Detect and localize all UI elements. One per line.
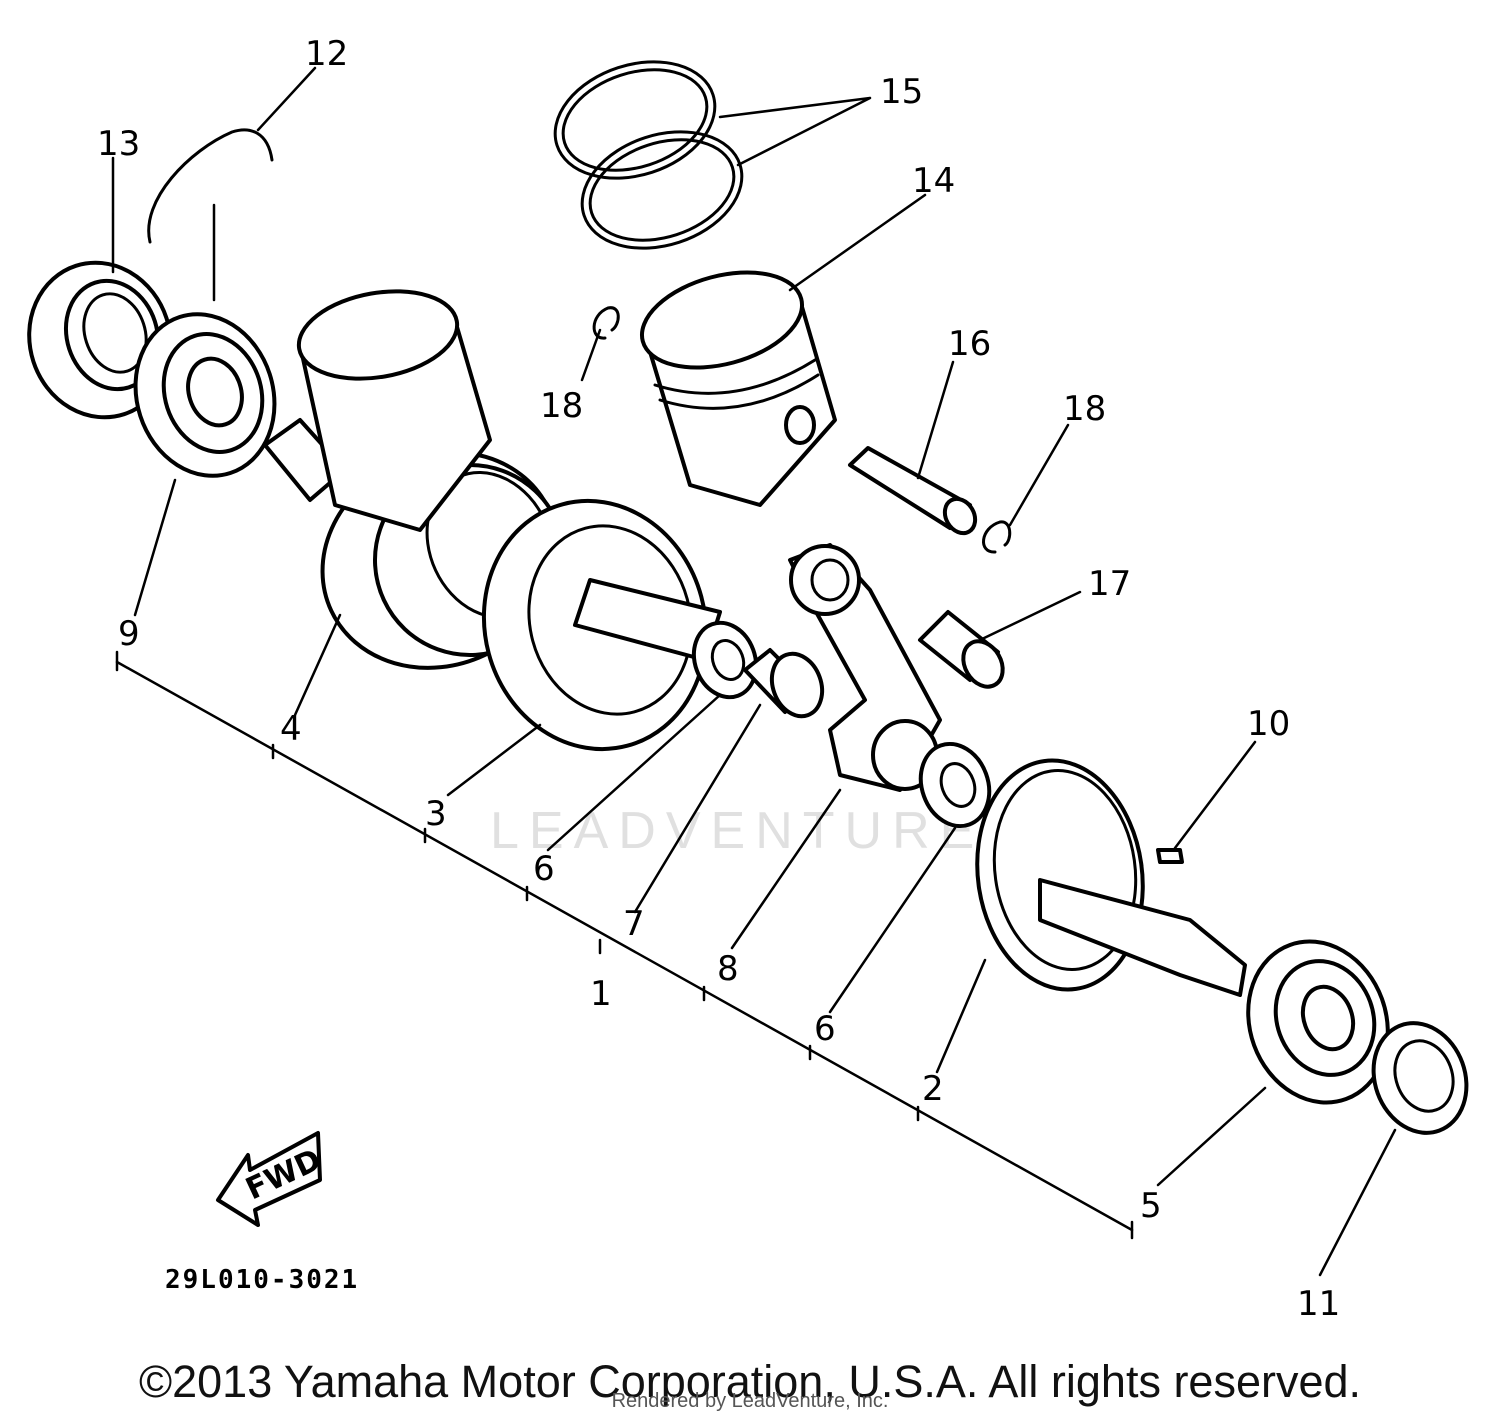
circlip-18b[interactable] xyxy=(982,520,1012,554)
callout-3: 3 xyxy=(425,794,447,834)
leader-lines xyxy=(111,66,1397,1277)
assembly-bracket xyxy=(115,650,1134,1240)
callout-labels: 12 13 15 14 16 18 18 17 10 9 4 3 6 7 1 8… xyxy=(97,34,1340,1324)
circlip-12[interactable] xyxy=(147,128,274,244)
callout-6b: 6 xyxy=(814,1009,836,1049)
bearing-5[interactable] xyxy=(1226,922,1410,1123)
copyright-notice: ©2013 Yamaha Motor Corporation, U.S.A. A… xyxy=(138,1356,1362,1407)
callout-13: 13 xyxy=(97,124,140,164)
oil-seal-11[interactable] xyxy=(1359,1010,1482,1146)
needle-bearing-7[interactable] xyxy=(743,647,830,724)
piston-assembled xyxy=(296,289,492,532)
bearing-9[interactable] xyxy=(115,296,295,494)
thrust-washer-6b[interactable] xyxy=(910,734,1001,836)
callout-7: 7 xyxy=(623,904,645,944)
watermark: LEADVENTURE xyxy=(490,802,984,860)
piston-14[interactable] xyxy=(631,256,837,507)
woodruff-key-10[interactable] xyxy=(1156,848,1184,864)
callout-2: 2 xyxy=(922,1069,944,1109)
piston-rings[interactable] xyxy=(540,42,757,267)
needle-bearing-17[interactable] xyxy=(918,610,1011,694)
callout-10: 10 xyxy=(1247,704,1290,744)
callout-9: 9 xyxy=(118,614,140,654)
callout-5: 5 xyxy=(1140,1186,1162,1226)
callout-11: 11 xyxy=(1297,1284,1340,1324)
piston-pin-16[interactable] xyxy=(848,446,981,539)
callout-8: 8 xyxy=(717,949,739,989)
callout-18a: 18 xyxy=(540,386,583,426)
callout-16: 16 xyxy=(948,324,991,364)
rendered-by-notice: Rendered by LeadVenture, Inc. xyxy=(611,1390,889,1412)
circlip-18a[interactable] xyxy=(592,306,620,340)
thrust-washer-6a[interactable] xyxy=(684,614,766,706)
callout-12: 12 xyxy=(305,34,348,74)
part-code: 29L010-3021 xyxy=(165,1265,359,1295)
callout-18b: 18 xyxy=(1063,389,1106,429)
callout-14: 14 xyxy=(912,161,955,201)
crank-wheel-2[interactable] xyxy=(963,750,1247,1001)
callout-4: 4 xyxy=(280,709,302,749)
callout-15: 15 xyxy=(880,72,923,112)
callout-1: 1 xyxy=(590,974,612,1014)
callout-6a: 6 xyxy=(533,849,555,889)
callout-17: 17 xyxy=(1088,564,1131,604)
connecting-rod-8[interactable] xyxy=(788,543,942,792)
fwd-arrow-icon: FWD xyxy=(216,1131,327,1227)
